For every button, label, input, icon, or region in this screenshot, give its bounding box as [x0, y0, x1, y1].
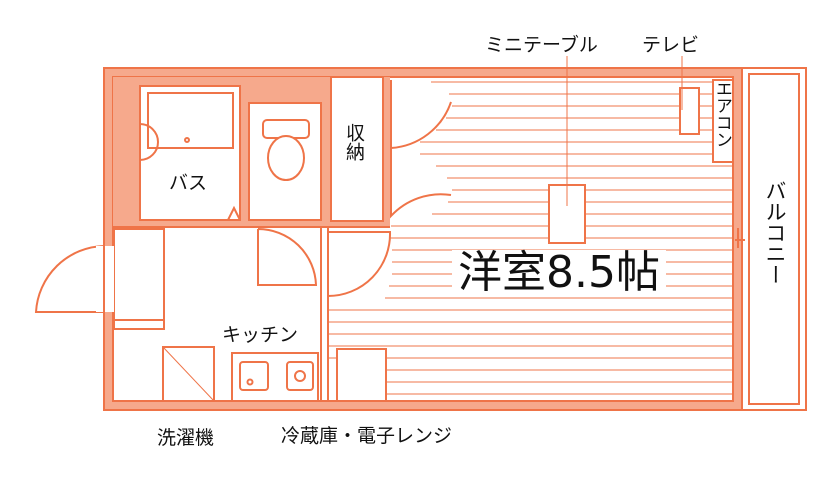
entrance-door — [34, 245, 105, 313]
fridge-microwave-label: 冷蔵庫・電子レンジ — [281, 425, 453, 447]
washer-label: 洗濯機 — [157, 427, 215, 449]
storage-door-upper — [390, 80, 452, 150]
storage-door-lower — [390, 148, 452, 219]
storage-label: 収納 — [342, 123, 365, 161]
bath-drain — [184, 137, 190, 143]
room-title: 洋室8.5帖 — [452, 249, 666, 297]
balcony — [741, 67, 807, 411]
kitchen-label: キッチン — [222, 324, 299, 346]
toilet-bowl — [267, 135, 305, 181]
aircon-unit — [712, 79, 734, 163]
bath-door-mark — [227, 205, 241, 221]
bath-basin — [139, 123, 159, 161]
bathtub — [147, 92, 234, 149]
room-door — [327, 231, 392, 298]
toilet-door — [257, 228, 318, 286]
stove — [286, 361, 314, 391]
sink — [239, 361, 269, 391]
aircon-label: エアコン — [711, 80, 732, 148]
fridge-space — [336, 348, 387, 402]
bath-label: バス — [169, 172, 208, 194]
mini-table-label: ミニテーブル — [485, 34, 598, 56]
tv-label: テレビ — [642, 34, 700, 56]
entrance-shoebox — [113, 228, 165, 330]
balcony-label: バルコニー — [763, 180, 788, 285]
storage-closet — [330, 76, 384, 222]
tv-stand — [679, 87, 700, 135]
